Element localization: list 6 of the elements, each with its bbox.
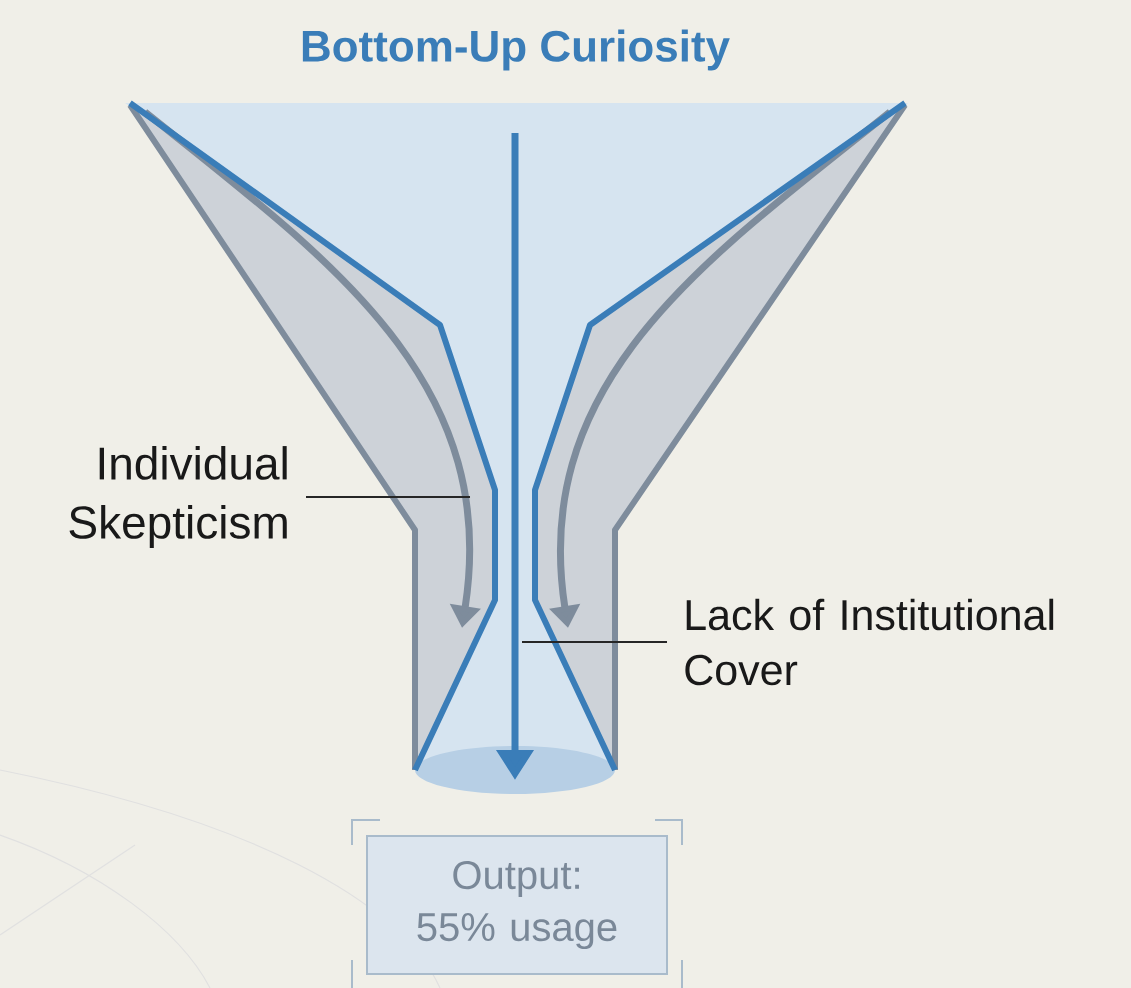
callout-label: Lack of Institutional Cover	[685, 598, 1054, 686]
title: Bottom-Up Curiosity	[302, 29, 730, 71]
output-box: Output: 55% usage	[366, 835, 668, 975]
callout-label: Individual Skepticism	[69, 446, 287, 548]
leader-line	[305, 496, 471, 498]
leader-line	[521, 641, 668, 643]
